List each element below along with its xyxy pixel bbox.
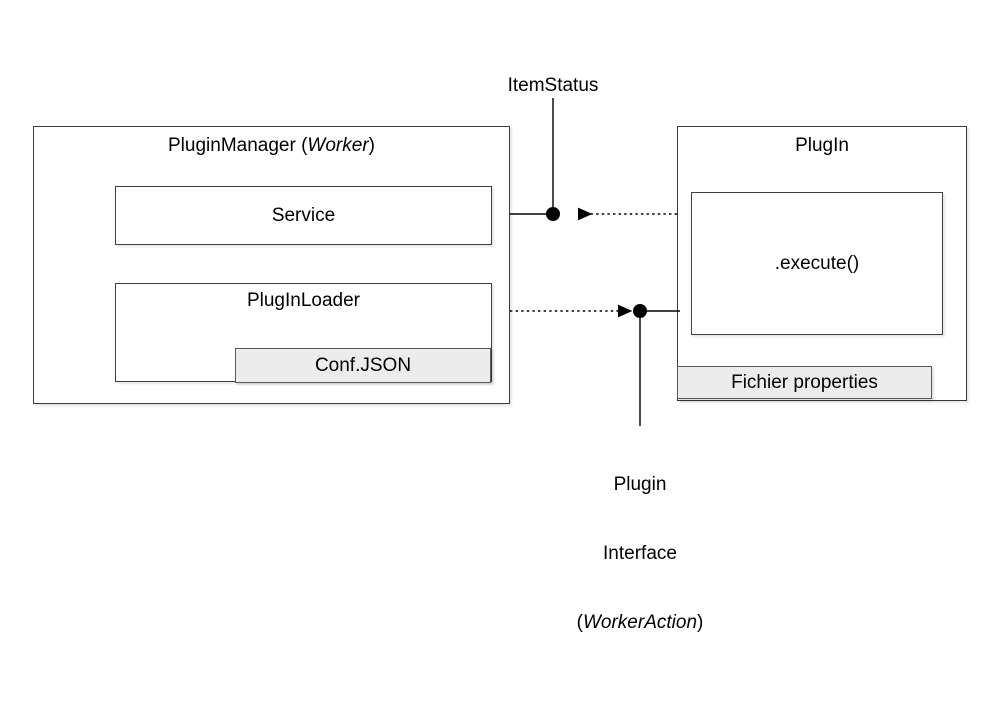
plugin-interface-italic: WorkerAction	[582, 612, 698, 633]
plugin-interface-label: Plugin Interface (WorkerAction)	[540, 427, 740, 680]
plugin-title: PlugIn	[795, 135, 849, 156]
fichier-properties-label: Fichier properties	[731, 371, 878, 393]
conf-json-box: Conf.JSON	[235, 348, 491, 383]
plugin-interface-line-2: Interface	[603, 543, 677, 564]
plugin-manager-title: PluginManager (Worker)	[34, 135, 509, 157]
execute-label: .execute()	[774, 252, 860, 274]
service-label: Service	[271, 204, 336, 226]
plugin-manager-title-prefix: PluginManager (	[168, 135, 308, 156]
service-box: Service	[115, 186, 492, 245]
pluginloader-label: PlugInLoader	[246, 290, 361, 311]
plugin-interface-line-3: (WorkerAction)	[540, 611, 740, 634]
plugin-interface-junction-dot	[633, 304, 647, 318]
conf-json-label: Conf.JSON	[314, 354, 412, 376]
fichier-properties-box: Fichier properties	[677, 366, 932, 399]
item-status-label: ItemStatus	[507, 75, 599, 96]
plugin-manager-title-italic: Worker	[307, 135, 369, 156]
plugin-manager-title-suffix: )	[368, 135, 375, 156]
plugin-interface-open-paren: (	[576, 612, 583, 633]
plugin-interface-line-1: Plugin	[613, 474, 667, 495]
plugin-interface-close-paren: )	[697, 612, 704, 633]
execute-box: .execute()	[691, 192, 943, 335]
item-status-junction-dot	[546, 207, 560, 221]
